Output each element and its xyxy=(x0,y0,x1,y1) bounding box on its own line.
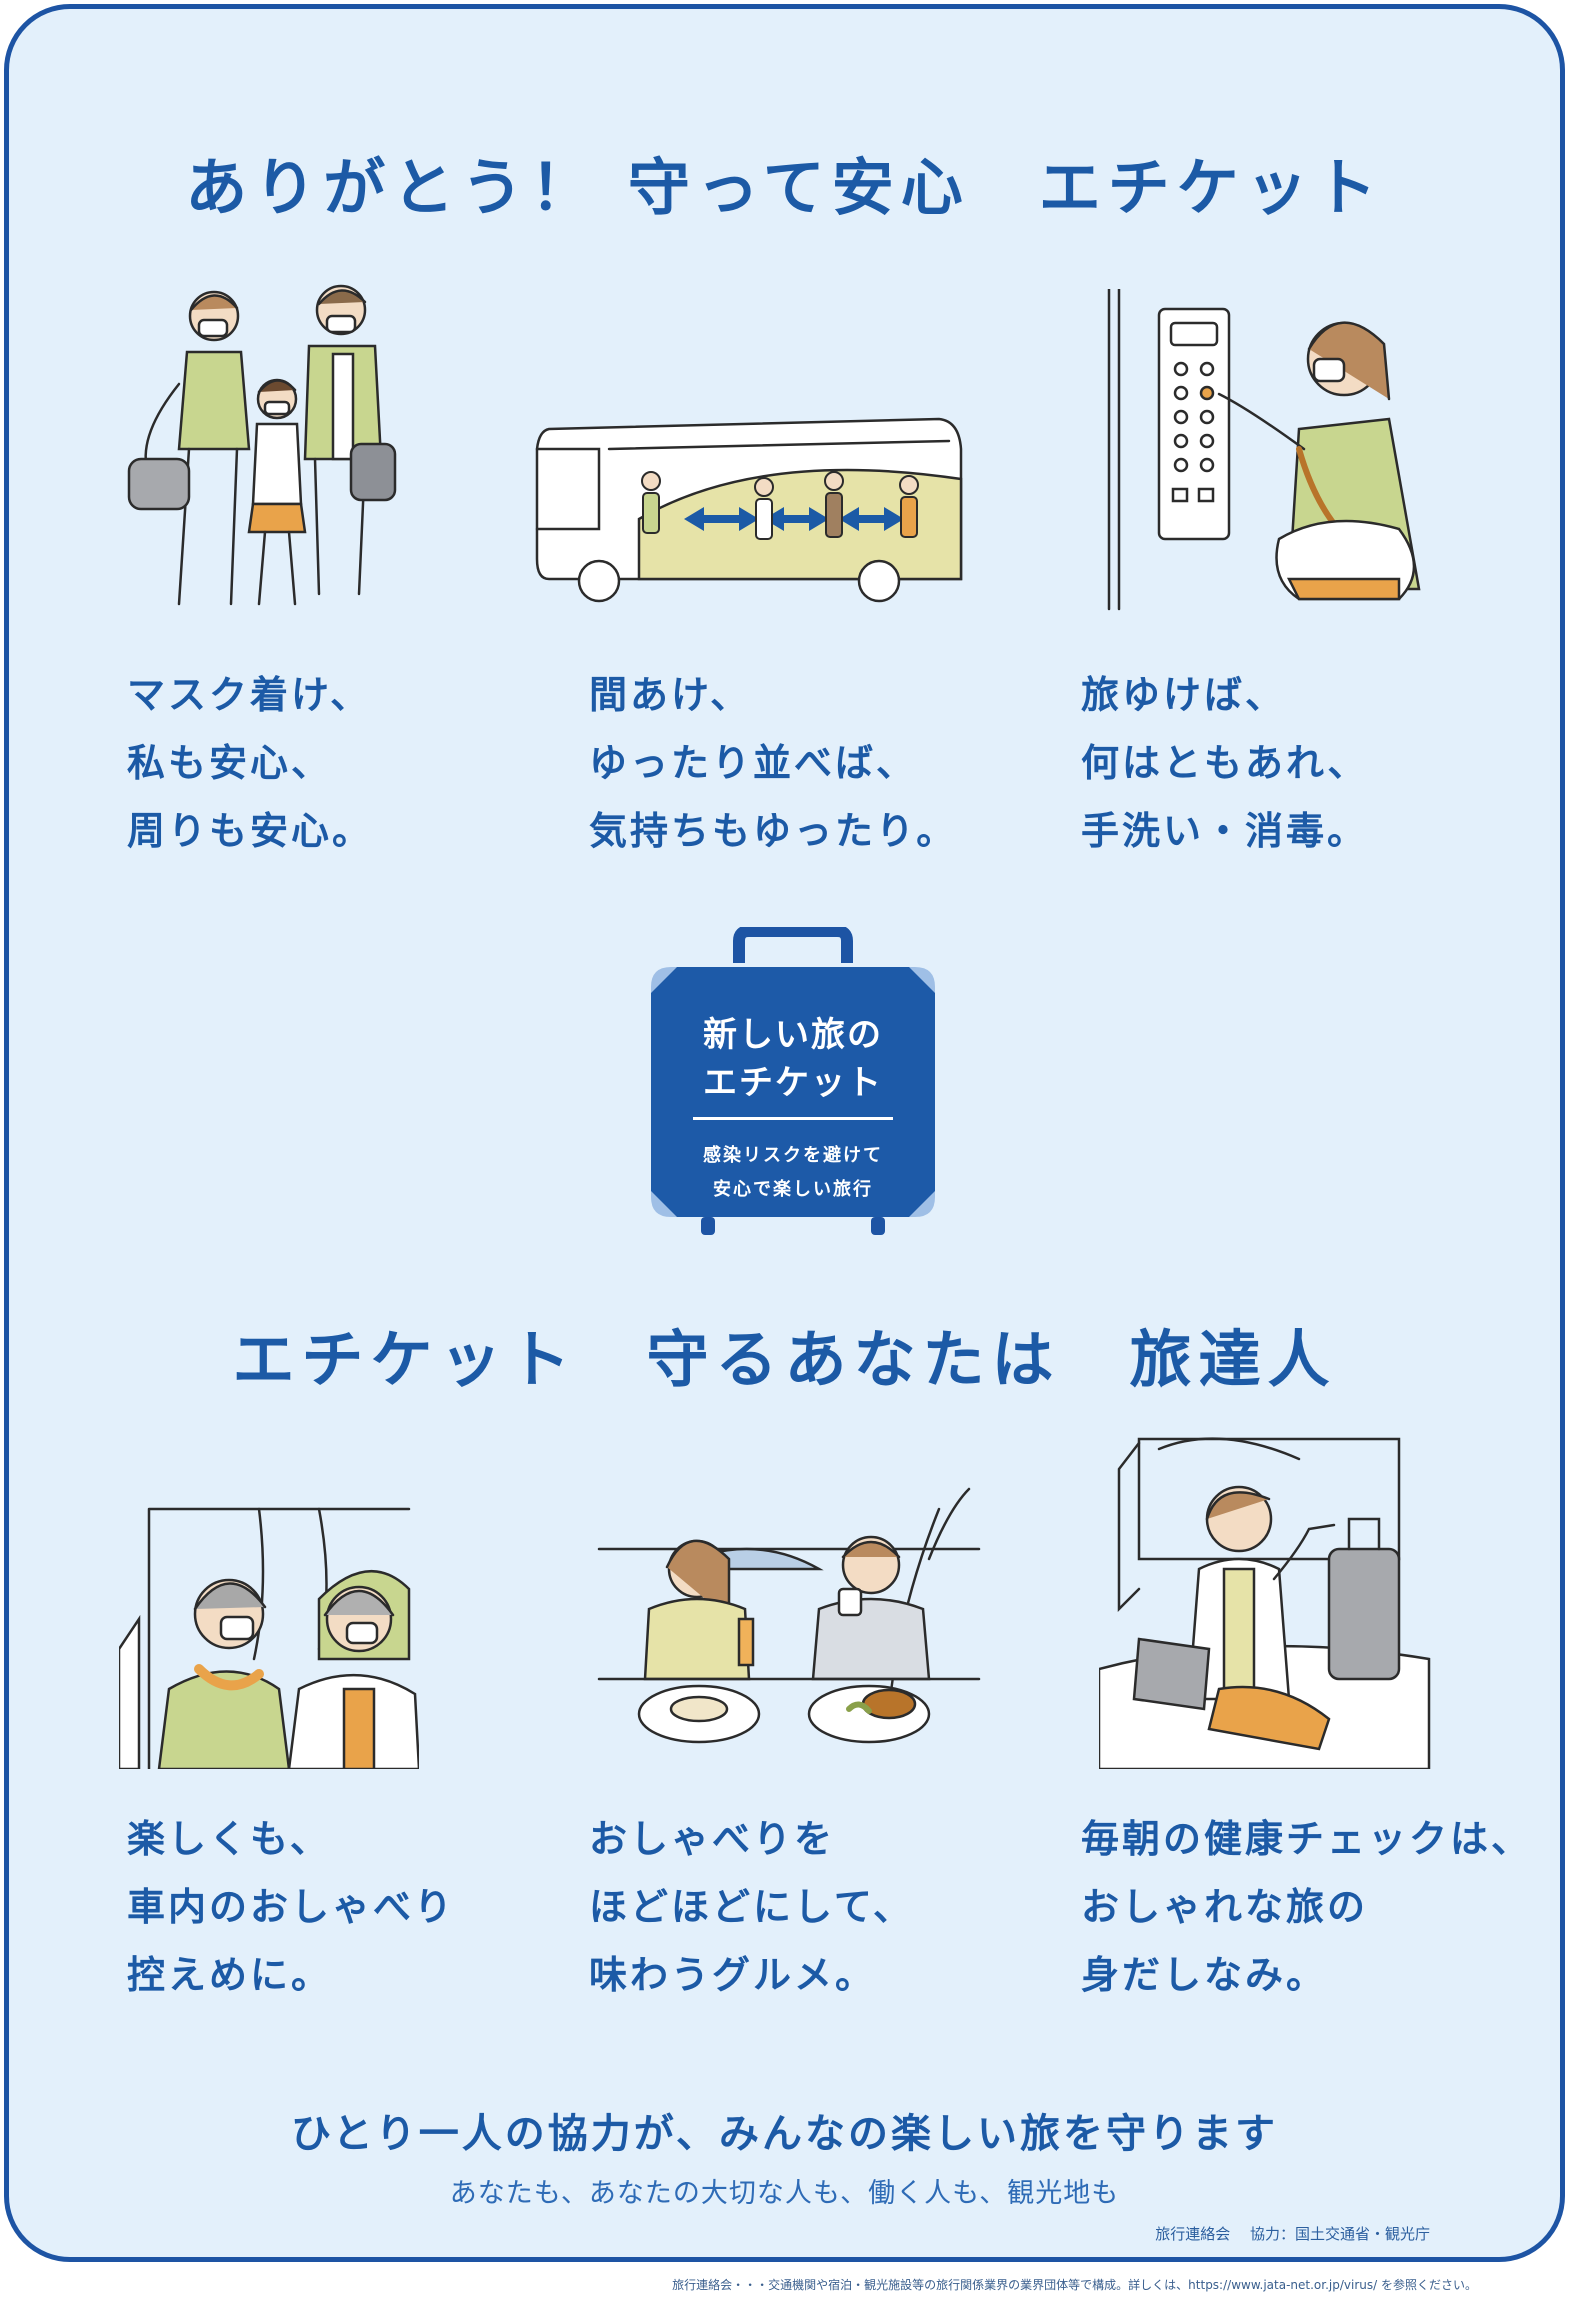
caption-line: 身だしなみ。 xyxy=(1081,1953,1328,1997)
caption-line: 何はともあれ、 xyxy=(1081,741,1369,785)
poster-frame: ありがとう！ 守って安心 エチケット xyxy=(4,4,1565,2262)
caption-mask: マスク着け、 私も安心、 周りも安心。 xyxy=(127,661,373,865)
caption-line: 間あけ、 xyxy=(589,673,752,717)
caption-line: 周りも安心。 xyxy=(127,809,374,853)
caption-line: ほどほどにして、 xyxy=(589,1885,914,1929)
caption-line: 楽しくも、 xyxy=(127,1817,331,1861)
badge-title-line2: エチケット xyxy=(703,1063,883,1103)
badge-subtitle-line1: 感染リスクを避けて xyxy=(703,1145,883,1166)
caption-line: 味わうグルメ。 xyxy=(589,1953,877,1997)
caption-line: 毎朝の健康チェックは、 xyxy=(1081,1817,1533,1861)
suitcase-icon xyxy=(651,927,935,1235)
caption-line: 私も安心、 xyxy=(127,741,333,785)
caption-line: マスク着け、 xyxy=(127,673,372,717)
credit-line: 旅行連絡会 協力：国土交通省・観光庁 xyxy=(1155,2225,1430,2243)
badge-subtitle-line2: 安心で楽しい旅行 xyxy=(713,1179,873,1200)
slogan: ひとり一人の協力が、みんなの楽しい旅を守ります xyxy=(291,2111,1278,2157)
caption-line: 気持ちもゆったり。 xyxy=(589,809,958,853)
caption-line: 車内のおしゃべり xyxy=(127,1885,456,1929)
caption-dining: おしゃべりを ほどほどにして、 味わうグルメ。 xyxy=(589,1805,914,2009)
caption-line: おしゃれな旅の xyxy=(1081,1885,1369,1929)
heading-bottom: エチケット 守るあなたは 旅達人 xyxy=(232,1323,1337,1396)
caption-line: 旅ゆけば、 xyxy=(1081,673,1287,717)
caption-line: 手洗い・消毒。 xyxy=(1081,809,1369,853)
caption-quiet-bus: 楽しくも、 車内のおしゃべり 控えめに。 xyxy=(127,1805,455,2009)
illustration-elevator-button xyxy=(1099,289,1439,619)
illustration-family-masks xyxy=(119,274,399,624)
caption-line: ゆったり並べば、 xyxy=(589,741,918,785)
caption-line: 控えめに。 xyxy=(127,1953,333,1997)
caption-health-check: 毎朝の健康チェックは、 おしゃれな旅の 身だしなみ。 xyxy=(1081,1805,1532,2009)
suitcase-badge: 新しい旅の エチケット 感染リスクを避けて 安心で楽しい旅行 xyxy=(649,927,937,1237)
caption-line: おしゃべりを xyxy=(589,1817,836,1861)
illustration-quiet-bus xyxy=(119,1449,419,1769)
badge-title-line1: 新しい旅の xyxy=(703,1015,883,1055)
caption-distance: 間あけ、 ゆったり並べば、 気持ちもゆったり。 xyxy=(589,661,957,865)
footer-note: 旅行連絡会・・・交通機関や宿泊・観光施設等の旅行関係業界の業界団体等で構成。詳し… xyxy=(672,2278,1477,2292)
caption-handwash: 旅ゆけば、 何はともあれ、 手洗い・消毒。 xyxy=(1081,661,1368,865)
sub-slogan: あなたも、あなたの大切な人も、働く人も、観光地も xyxy=(449,2178,1120,2209)
heading-top: ありがとう！ 守って安心 エチケット xyxy=(185,151,1384,224)
illustration-dining xyxy=(589,1449,989,1769)
illustration-health-check xyxy=(1099,1429,1439,1769)
illustration-bus-queue xyxy=(529,409,969,609)
